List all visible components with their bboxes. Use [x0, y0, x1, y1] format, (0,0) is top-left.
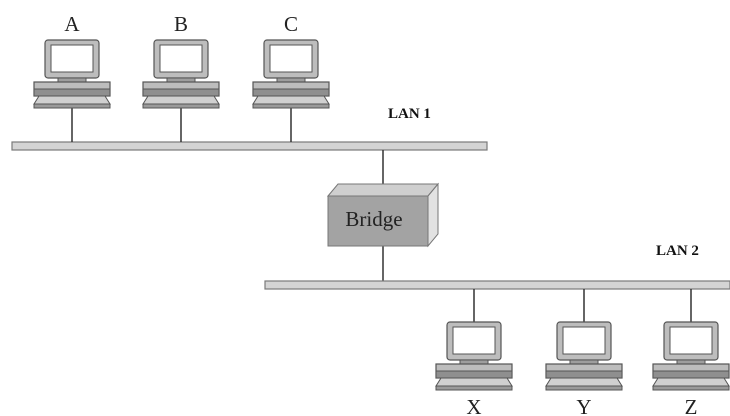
computer-y: Y [545, 289, 623, 416]
computer-z: Z [652, 289, 730, 416]
lan2-label: LAN 2 [656, 243, 699, 259]
computer-x: X [435, 289, 513, 416]
lan1-bus [11, 141, 488, 151]
computer-c: C [252, 12, 330, 142]
computer-a: A [33, 12, 111, 142]
host-label-b: B [174, 12, 188, 36]
bridge-device: Bridge [326, 182, 440, 248]
host-label-z: Z [685, 395, 698, 416]
host-label-a: A [64, 12, 80, 36]
computer-b: B [142, 12, 220, 142]
host-label-c: C [284, 12, 298, 36]
lan2-bus [264, 280, 730, 290]
host-label-x: X [466, 395, 481, 416]
lan1-label: LAN 1 [388, 106, 431, 122]
bridge-label: Bridge [345, 207, 402, 231]
host-label-y: Y [576, 395, 591, 416]
